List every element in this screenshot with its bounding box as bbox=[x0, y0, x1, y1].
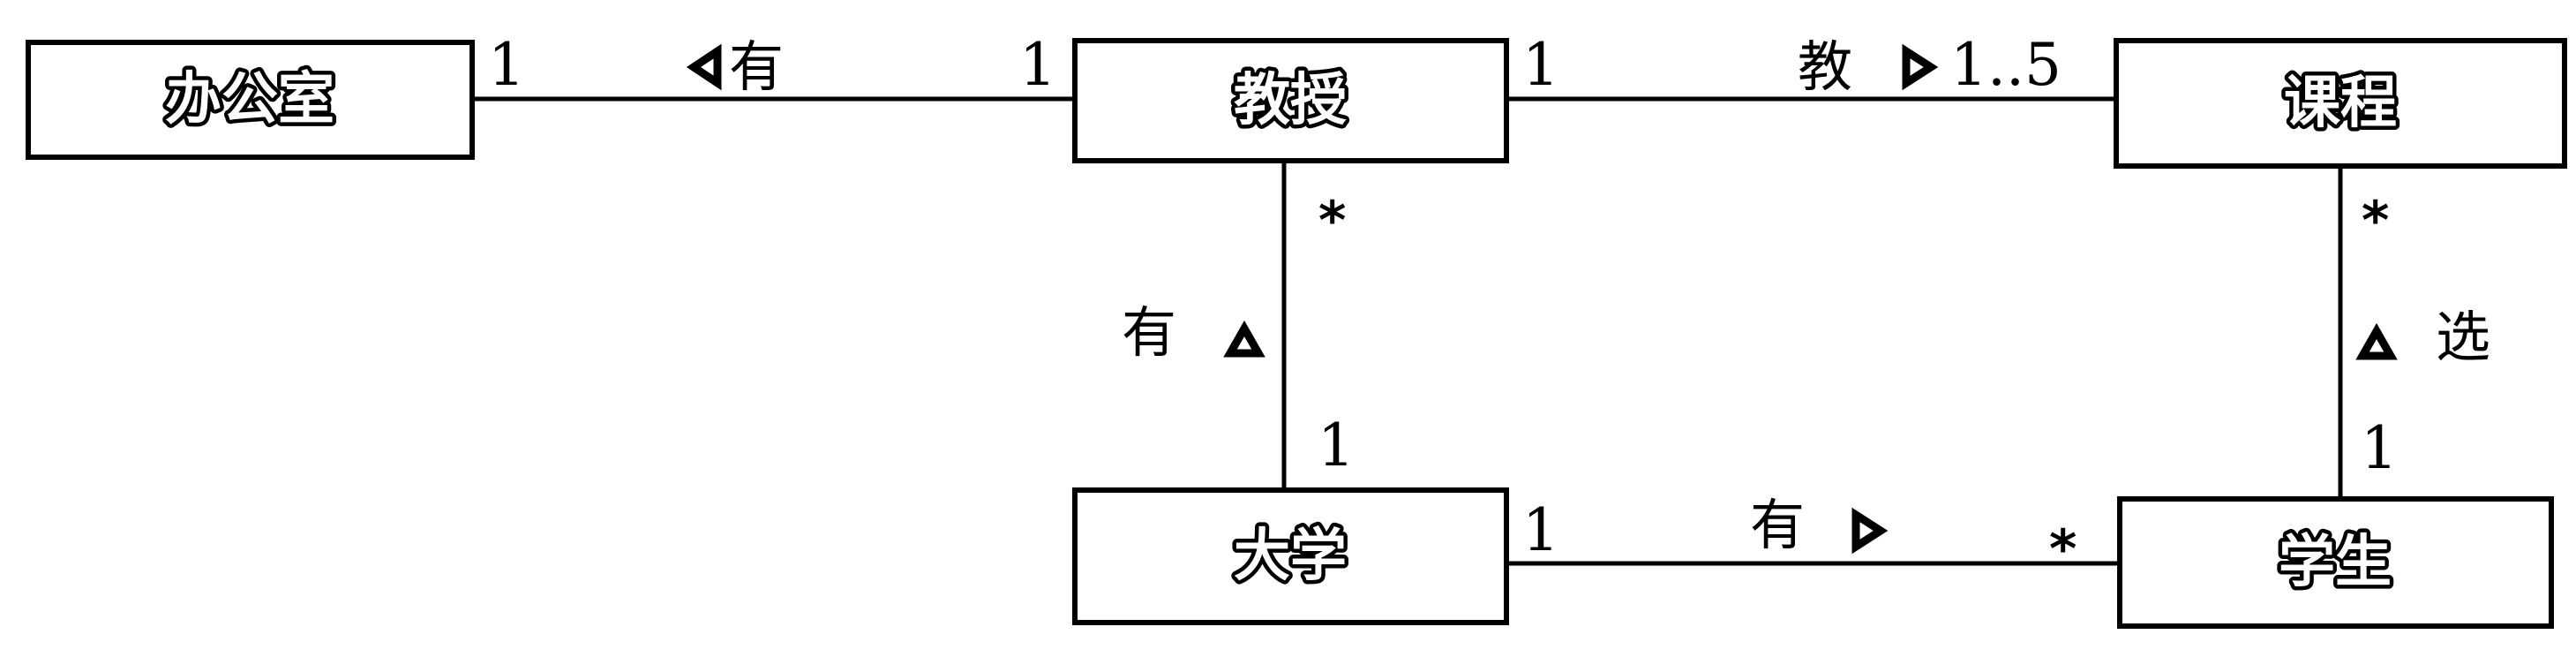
assoc-professor-university-label: 有 bbox=[1122, 300, 1176, 365]
mult-professor-university-professor-end: * bbox=[1318, 190, 1346, 252]
mult-professor-course-course-end: 1..5 bbox=[1950, 31, 2062, 99]
mult-university-student-university-end: 1 bbox=[1522, 496, 1559, 564]
direction-up-arrow-icon bbox=[2355, 322, 2398, 360]
mult-professor-course-professor-end: 1 bbox=[1522, 31, 1559, 99]
class-professor-name: 教授 bbox=[1234, 68, 1347, 133]
class-office-name: 办公室 bbox=[165, 67, 334, 132]
class-office[interactable]: 办公室 bbox=[26, 40, 475, 160]
assoc-professor-course-label: 教 bbox=[1798, 34, 1852, 99]
direction-right-arrow-icon bbox=[1851, 507, 1889, 555]
mult-professor-university-university-end: 1 bbox=[1318, 412, 1355, 480]
direction-up-arrow-icon bbox=[1223, 320, 1265, 358]
mult-office-professor-office-end: 1 bbox=[488, 31, 525, 99]
class-university-name: 大学 bbox=[1234, 524, 1347, 589]
class-student-name: 学生 bbox=[2279, 530, 2392, 595]
class-course-name: 课程 bbox=[2284, 71, 2397, 136]
direction-right-arrow-icon bbox=[1902, 43, 1939, 91]
mult-course-student-course-end: * bbox=[2362, 190, 2389, 252]
mult-university-student-student-end: * bbox=[2049, 518, 2077, 580]
direction-left-arrow-icon bbox=[686, 43, 722, 91]
mult-course-student-student-end: 1 bbox=[2361, 414, 2398, 482]
class-professor[interactable]: 教授 bbox=[1072, 38, 1509, 163]
assoc-office-professor-label: 有 bbox=[729, 34, 784, 99]
assoc-course-student-label: 选 bbox=[2436, 305, 2490, 369]
class-university[interactable]: 大学 bbox=[1072, 487, 1509, 625]
class-course[interactable]: 课程 bbox=[2114, 38, 2567, 169]
assoc-university-student-label: 有 bbox=[1750, 493, 1805, 557]
class-student[interactable]: 学生 bbox=[2117, 496, 2554, 629]
mult-office-professor-professor-end: 1 bbox=[1019, 31, 1056, 99]
